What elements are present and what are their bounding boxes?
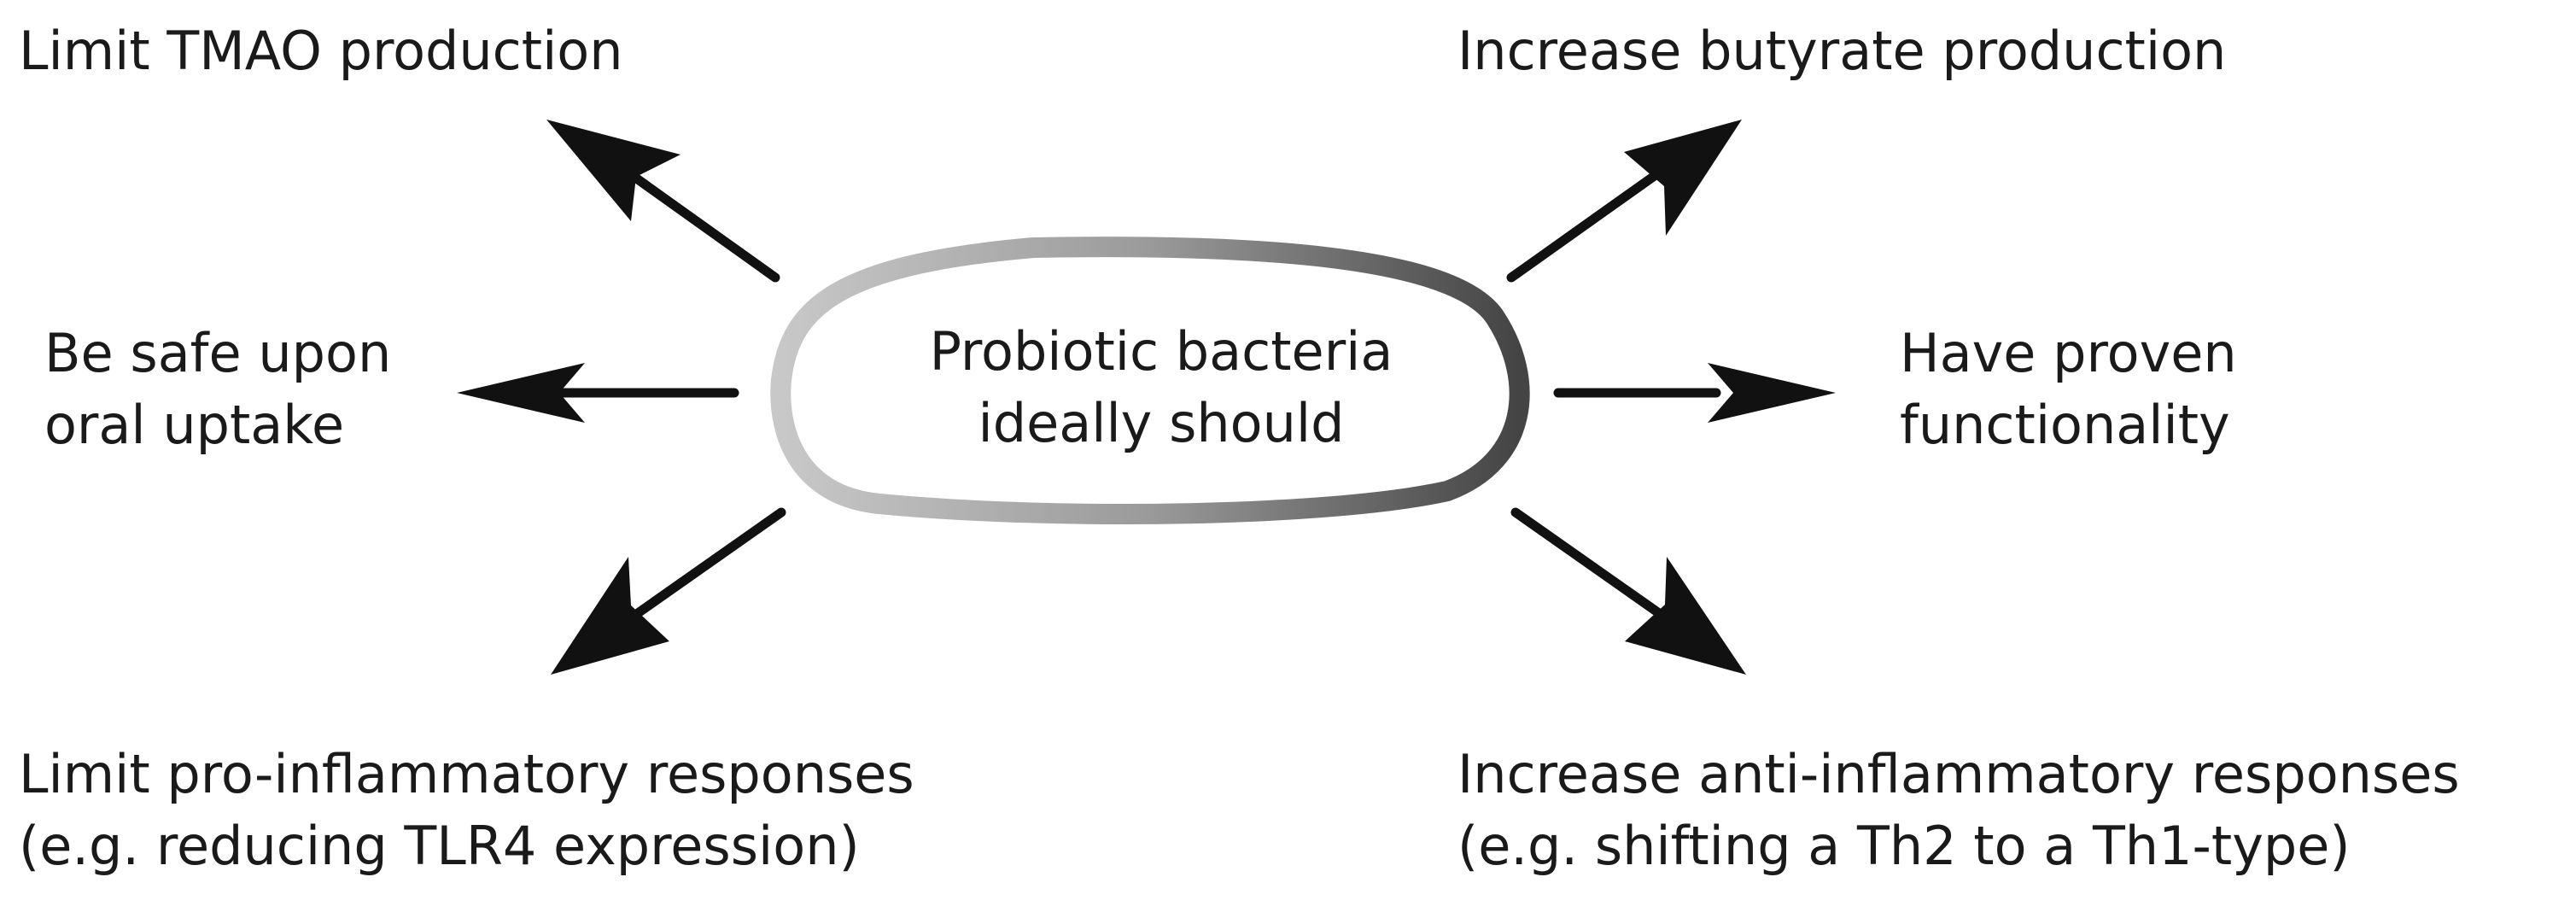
goal-bottom-right-line-1: Increase anti-inflammatory responses xyxy=(1457,743,2460,805)
goal-bottom-left-line-1: Limit pro-inflammatory responses xyxy=(19,743,914,805)
goal-mid-right-line-1: Have proven xyxy=(1900,322,2237,384)
goal-mid-left-line-1: Be safe upon xyxy=(44,322,392,384)
goal-mid-right: Have proven functionality xyxy=(1900,318,2237,461)
arrow-bottom-left xyxy=(551,507,786,675)
center-label: Probiotic bacteria ideally should xyxy=(854,316,1469,459)
goal-mid-left-line-2: oral uptake xyxy=(44,394,345,456)
goal-bottom-right-line-2: (e.g. shifting a Th2 to a Th1-type) xyxy=(1457,815,2351,877)
goal-bottom-left: Limit pro-inflammatory responses (e.g. r… xyxy=(19,739,914,882)
goal-bottom-right: Increase anti-inflammatory responses (e.… xyxy=(1457,739,2460,882)
center-ring xyxy=(770,237,1530,524)
arrow-bottom-right xyxy=(1510,507,1746,675)
center-line-2: ideally should xyxy=(978,392,1345,454)
goal-top-right: Increase butyrate production xyxy=(1457,15,2226,87)
arrow-top-left xyxy=(546,120,780,283)
arrow-mid-right xyxy=(1553,363,1836,423)
goal-top-left-line-1: Limit TMAO production xyxy=(19,20,623,82)
goal-top-left: Limit TMAO production xyxy=(19,15,623,87)
arrow-top-right xyxy=(1506,120,1742,283)
center-line-1: Probiotic bacteria xyxy=(929,320,1393,383)
goal-bottom-left-line-2: (e.g. reducing TLR4 expression) xyxy=(19,815,860,877)
goal-top-right-line-1: Increase butyrate production xyxy=(1457,20,2227,82)
arrow-mid-left xyxy=(457,363,739,423)
goal-mid-right-line-2: functionality xyxy=(1900,394,2230,456)
goal-mid-left: Be safe upon oral uptake xyxy=(44,318,391,461)
